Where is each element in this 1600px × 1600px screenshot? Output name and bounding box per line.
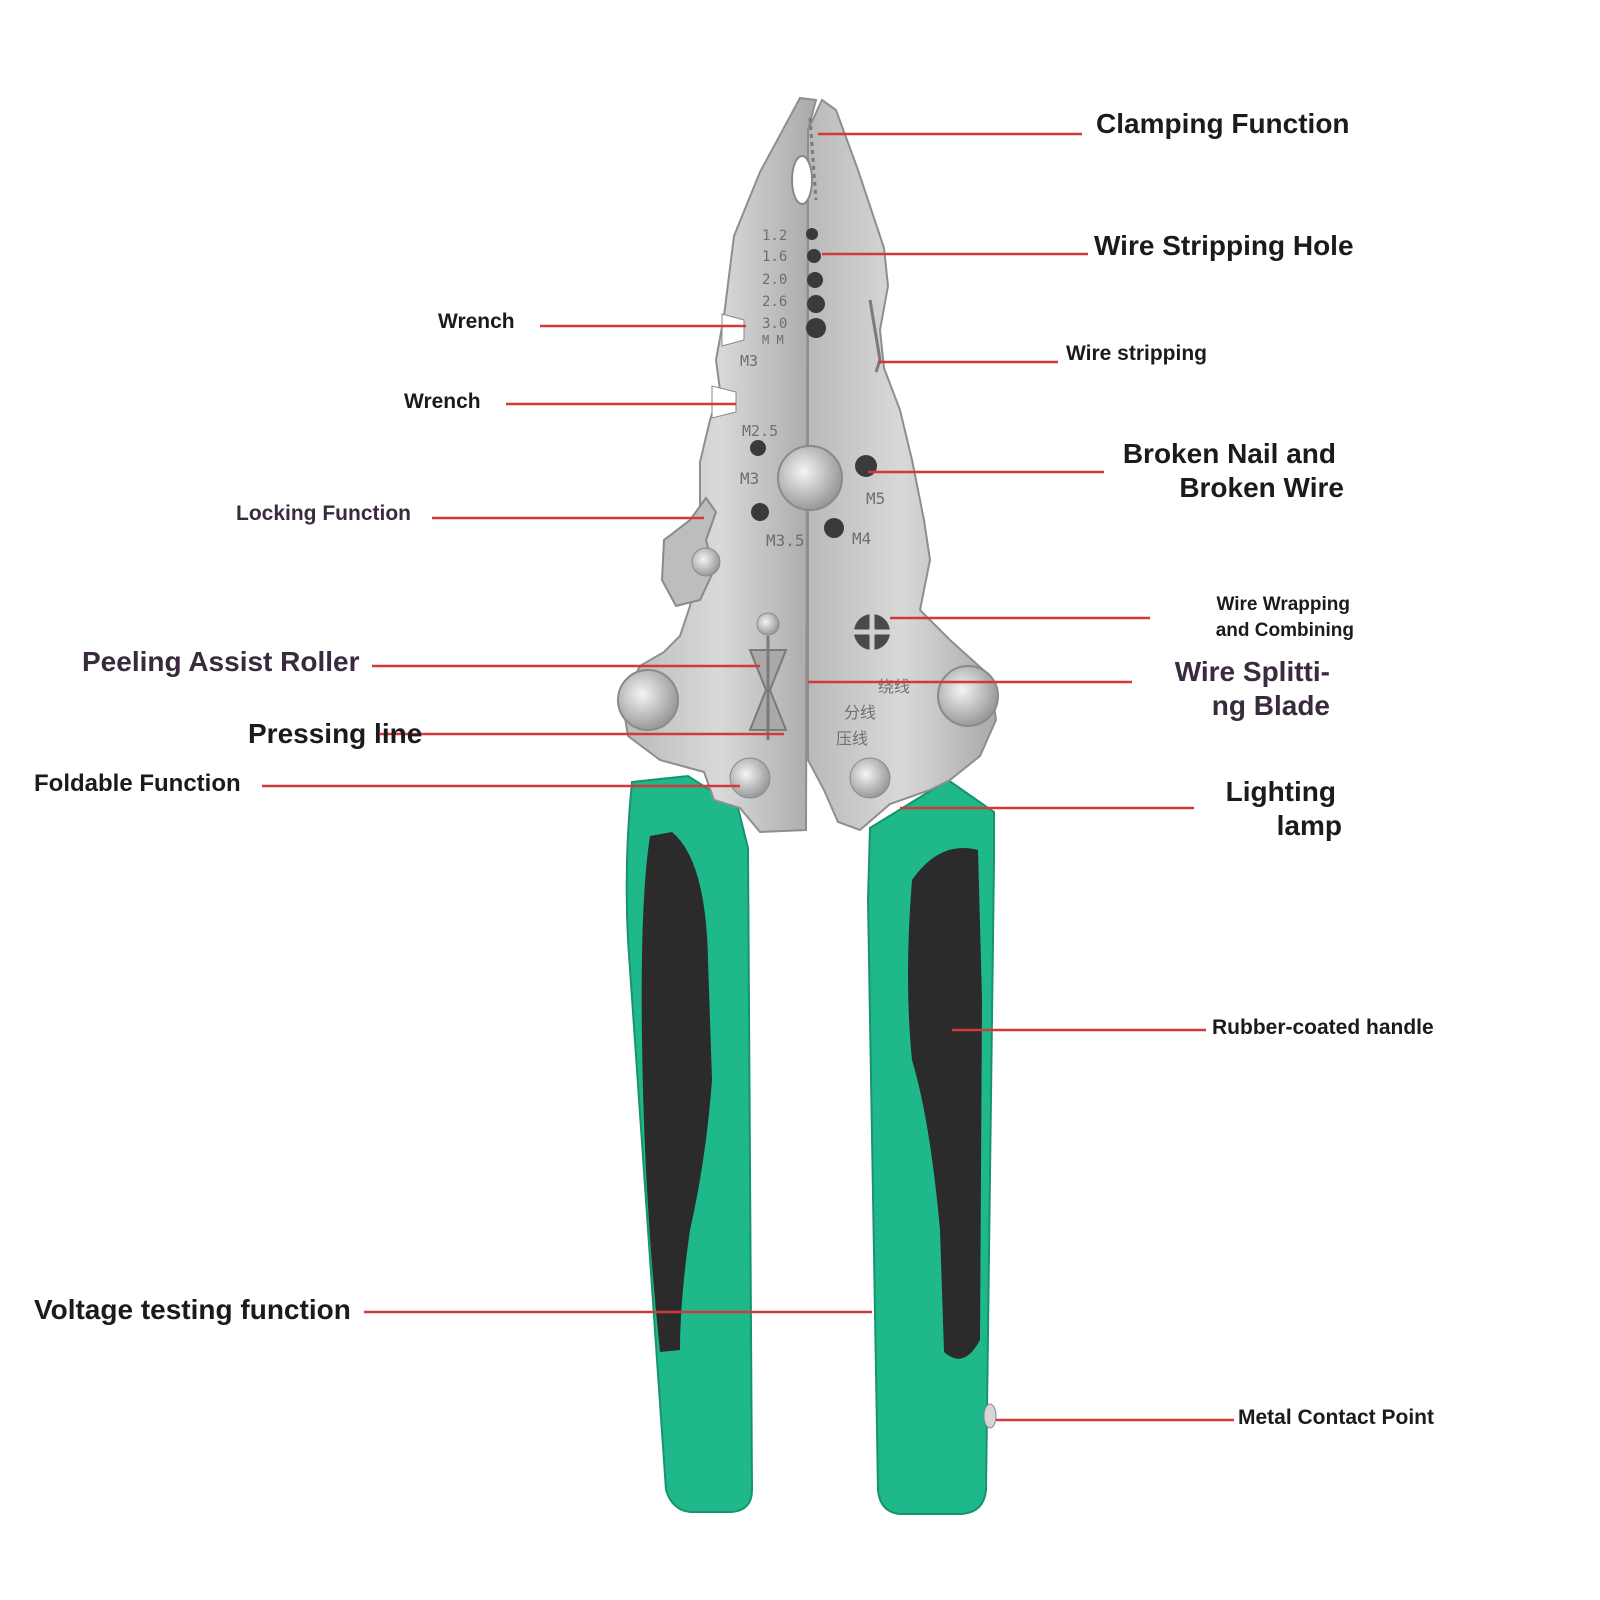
stripping-blade-edge	[868, 299, 882, 373]
mark-m3: M3	[740, 469, 759, 488]
mark-press-cn: 压线	[836, 729, 868, 748]
left-handle-grip	[641, 832, 712, 1352]
label-clamping-function: Clamping Function	[1096, 108, 1350, 139]
label-wrench-lower: Wrench	[404, 390, 481, 413]
label-wire-stripping-hole: Wire Stripping Hole	[1094, 230, 1354, 261]
pivot-rivet	[777, 445, 843, 511]
leader-lines	[262, 132, 1234, 1422]
mark-m3-top: M3	[740, 352, 758, 370]
label-peeling-assist-roller: Peeling Assist Roller	[82, 646, 360, 677]
right-handle-grip	[908, 848, 982, 1359]
label-wire-wrapping-line-2: and Combining	[1215, 620, 1354, 641]
label-lighting-line-1: Lighting	[1225, 776, 1336, 807]
label-foldable-function: Foldable Function	[34, 770, 241, 797]
right-jaw	[807, 98, 998, 832]
clamping-teeth	[808, 117, 818, 201]
right-fold-rivet	[849, 757, 891, 799]
label-wire-wrapping-line-1: Wire Wrapping	[1216, 594, 1350, 615]
gauge-3-0: 3.0	[762, 316, 787, 332]
peeling-roller	[748, 612, 788, 740]
clamping-hole	[791, 155, 813, 205]
label-pressing-line: Pressing line	[248, 718, 423, 749]
bolt-cutter-holes	[750, 440, 877, 538]
metal-contact	[983, 1403, 997, 1429]
lock-rivet	[691, 547, 721, 577]
gauge-mm: M M	[762, 333, 784, 347]
mark-m4: M4	[852, 529, 871, 548]
gauge-1-6: 1.6	[762, 249, 787, 265]
label-wire-stripping: Wire stripping	[1066, 342, 1207, 365]
left-big-rivet	[617, 669, 679, 731]
mark-wrap-cn: 绕线	[878, 677, 910, 696]
label-wire-splitting-line-2: ng Blade	[1211, 690, 1330, 721]
wrench-notch-2	[711, 385, 737, 419]
right-big-rivet	[937, 665, 999, 727]
label-broken-nail-line-2: Broken Wire	[1179, 472, 1344, 503]
mark-m2-5: M2.5	[742, 422, 778, 440]
wrench-notch-1	[721, 313, 745, 347]
label-locking-function: Locking Function	[236, 502, 411, 525]
wire-wrapping-cross	[854, 614, 890, 650]
label-rubber-coated-handle: Rubber-coated handle	[1212, 1016, 1434, 1039]
left-fold-rivet	[729, 757, 771, 799]
gauge-2-0: 2.0	[762, 272, 787, 288]
label-broken-nail-line-1: Broken Nail and	[1122, 438, 1336, 469]
mark-split-cn: 分线	[844, 703, 876, 722]
mark-m5: M5	[866, 489, 885, 508]
stripping-holes	[806, 228, 826, 338]
label-metal-contact-point: Metal Contact Point	[1238, 1406, 1435, 1429]
mark-m3-5: M3.5	[766, 531, 805, 550]
label-wire-splitting-line-1: Wire Splitti-	[1174, 656, 1330, 687]
gauge-1-2: 1.2	[762, 228, 787, 244]
label-lighting-line-2: lamp	[1276, 810, 1342, 841]
gauge-2-6: 2.6	[762, 294, 787, 310]
label-wrench-upper: Wrench	[438, 310, 515, 333]
label-voltage-testing-function: Voltage testing function	[34, 1294, 351, 1325]
